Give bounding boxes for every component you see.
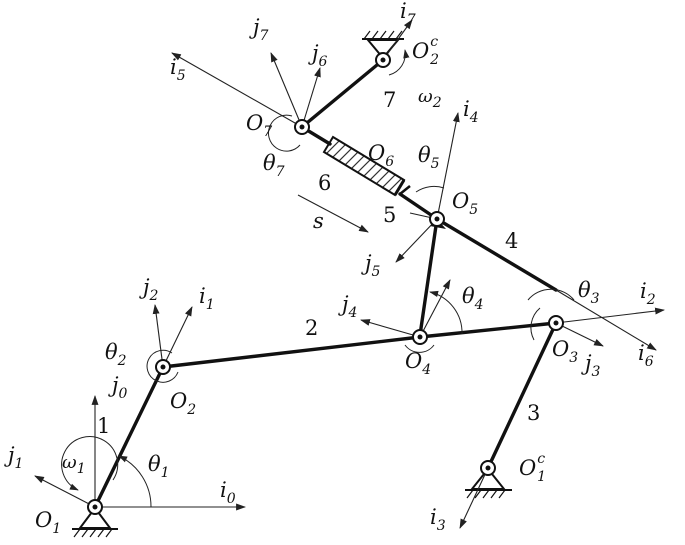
label-i0: i0: [220, 478, 236, 507]
label-j5: j5: [361, 251, 381, 280]
link-2b: [418, 321, 558, 339]
label-j4: j4: [338, 292, 357, 321]
link-number-2: 2: [305, 316, 318, 340]
link-5: [418, 217, 439, 337]
joint-o4: [412, 329, 428, 345]
label-O2: O2: [170, 389, 196, 418]
joint-o2c: [375, 52, 391, 68]
label-omega1: ω1: [62, 452, 86, 477]
label-omega2: ω2: [418, 86, 442, 111]
label-i3: i3: [430, 505, 446, 534]
label-j2: j2: [139, 275, 159, 304]
slider-spring: [322, 135, 411, 197]
link-number-7: 7: [383, 88, 396, 112]
label-theta3: θ3: [578, 278, 600, 307]
link-number-4: 4: [505, 229, 518, 253]
joint-o7: [294, 119, 310, 135]
label-O1: O1: [35, 508, 61, 537]
link-4: [435, 217, 558, 292]
label-j6: j6: [308, 41, 328, 70]
ground-support-o1c: [465, 467, 512, 499]
axes: [34, 19, 665, 529]
label-j1: j1: [4, 443, 23, 472]
ground-support-o1: [72, 506, 118, 538]
link-3: [486, 321, 558, 470]
joints: [87, 52, 564, 515]
joint-o1: [87, 499, 103, 515]
label-theta2: θ2: [105, 340, 127, 369]
link-number-5: 5: [383, 203, 396, 227]
label-O4: O4: [405, 349, 431, 378]
link-numbers: 1 2 3 4 5 6 7: [97, 88, 540, 438]
label-O3: O3: [552, 337, 578, 366]
label-theta1: θ1: [148, 452, 170, 481]
label-i1: i1: [199, 284, 215, 313]
label-i5: i5: [170, 55, 186, 84]
label-i6: i6: [638, 341, 654, 370]
label-j3: j3: [581, 351, 601, 380]
link-number-3: 3: [527, 401, 540, 425]
label-theta4: θ4: [462, 284, 484, 313]
joint-o3: [548, 315, 564, 331]
label-theta7: θ7: [263, 151, 285, 180]
joint-o5: [429, 211, 445, 227]
label-i2: i2: [640, 279, 656, 308]
link-number-6: 6: [318, 171, 331, 195]
link-7: [300, 58, 385, 129]
label-j0: j0: [108, 373, 128, 402]
link-1: [93, 365, 165, 509]
angle-arcs: [61, 49, 575, 508]
joint-o1c: [480, 460, 496, 476]
label-i7: i7: [400, 0, 416, 28]
label-O7: O7: [246, 111, 272, 140]
link-number-1: 1: [97, 414, 110, 438]
label-O6: O6: [368, 141, 394, 170]
label-theta5: θ5: [418, 143, 440, 172]
label-O5: O5: [452, 189, 478, 218]
label-i4: i4: [463, 97, 479, 126]
label-j7: j7: [249, 15, 269, 44]
links: [93, 58, 558, 509]
label-s: s: [313, 209, 324, 233]
link-2: [161, 335, 422, 369]
joint-o2: [155, 359, 171, 375]
